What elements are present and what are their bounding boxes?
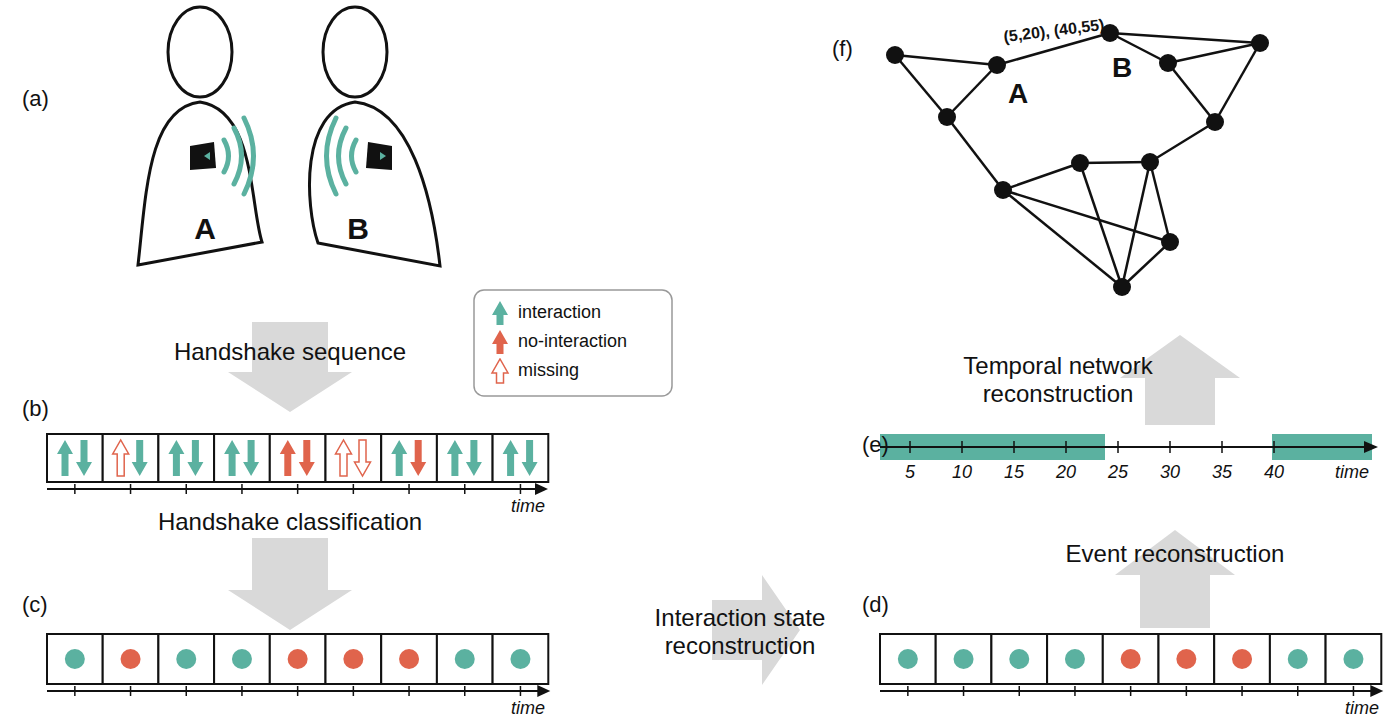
classification-strip bbox=[47, 634, 550, 697]
panel-label: (e) bbox=[862, 432, 889, 457]
person-label: A bbox=[194, 212, 216, 247]
network bbox=[886, 24, 1269, 296]
tick-number: 5 bbox=[905, 462, 915, 483]
tick-number: 25 bbox=[1108, 462, 1128, 483]
node-label: A bbox=[1008, 78, 1028, 110]
node-label: B bbox=[1112, 52, 1132, 84]
handshake-strip bbox=[47, 434, 548, 495]
panel-label: (c) bbox=[22, 592, 48, 617]
tick-number: 15 bbox=[1004, 462, 1024, 483]
state-strip bbox=[880, 634, 1383, 697]
event-timeline bbox=[880, 434, 1378, 460]
panel-label: (d) bbox=[862, 592, 889, 617]
legend-arrow bbox=[492, 330, 508, 354]
legend-swatch bbox=[490, 300, 510, 326]
tick-number: 30 bbox=[1160, 462, 1180, 483]
edge-label: (5,20), (40,55) bbox=[1003, 16, 1106, 47]
radio-waves bbox=[224, 118, 356, 194]
legend-box bbox=[474, 290, 672, 396]
step-label: Event reconstruction bbox=[1066, 540, 1285, 568]
step-label: Temporal network reconstruction bbox=[908, 352, 1208, 407]
axis-label: time bbox=[511, 698, 545, 719]
legend-text: no-interaction bbox=[518, 331, 627, 352]
axis-label: time bbox=[511, 496, 545, 517]
axis-label: time bbox=[1335, 462, 1369, 483]
badges bbox=[190, 142, 392, 170]
process-arrows bbox=[228, 322, 1240, 685]
tick-number: 20 bbox=[1056, 462, 1076, 483]
legend-arrow bbox=[492, 359, 508, 383]
axis-label: time bbox=[1345, 698, 1379, 719]
step-label: Handshake classification bbox=[158, 508, 422, 536]
legend-swatch bbox=[490, 329, 510, 355]
legend-swatch bbox=[490, 358, 510, 384]
step-label: Handshake sequence bbox=[174, 338, 406, 366]
legend-arrow bbox=[492, 301, 508, 325]
panel-label: (f) bbox=[832, 36, 853, 61]
tick-number: 35 bbox=[1212, 462, 1232, 483]
tick-number: 10 bbox=[952, 462, 972, 483]
person-figures bbox=[138, 7, 440, 266]
step-label: Interaction state reconstruction bbox=[653, 604, 828, 659]
panel-label: (a) bbox=[22, 86, 49, 111]
panel-label: (b) bbox=[22, 396, 49, 421]
tick-number: 40 bbox=[1264, 462, 1284, 483]
legend-text: missing bbox=[518, 360, 579, 381]
person-label: B bbox=[347, 212, 369, 247]
legend-text: interaction bbox=[518, 302, 601, 323]
